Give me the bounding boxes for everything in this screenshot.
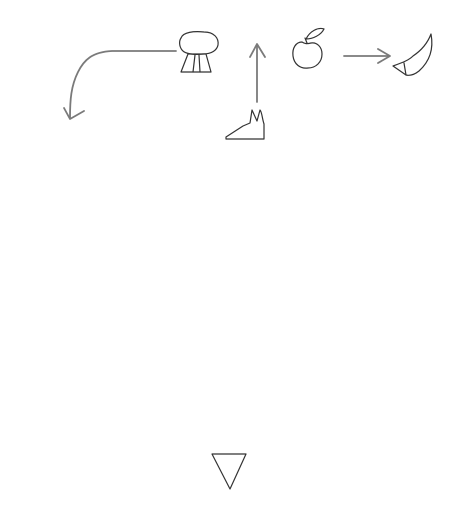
mushroom-icon: [179, 31, 219, 73]
up-arrow: [249, 43, 266, 103]
curved-left-down-arrow: [63, 50, 177, 120]
triangle-icon: [211, 453, 247, 490]
apple-icon: [292, 27, 325, 69]
crown-icon: [225, 109, 265, 140]
right-arrow: [343, 48, 391, 64]
horn-icon: [392, 33, 433, 76]
